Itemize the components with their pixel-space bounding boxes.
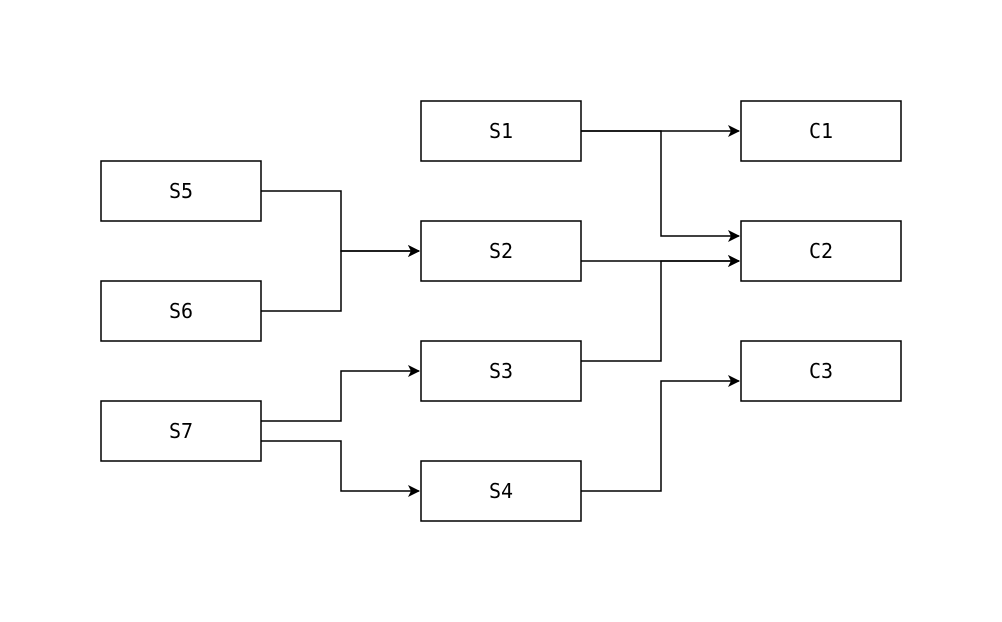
edge-s7-to-s3 [261, 365, 420, 422]
node-s4-label: S4 [489, 479, 513, 503]
node-c3[interactable]: C3 [740, 340, 902, 402]
edge-s3-to-c2 [581, 255, 740, 362]
node-c3-label: C3 [809, 359, 833, 383]
node-c1[interactable]: C1 [740, 100, 902, 162]
node-c1-label: C1 [809, 119, 833, 143]
node-s3-box [420, 340, 582, 402]
node-s4-box [420, 460, 582, 522]
edge-s7-to-s4 [261, 440, 420, 497]
node-s1-label: S1 [489, 119, 513, 143]
edge-s6-to-s2 [261, 245, 420, 312]
nodes: S1 S2 S3 S4 S5 S6 [100, 100, 902, 522]
node-s6[interactable]: S6 [100, 280, 262, 342]
node-s5[interactable]: S5 [100, 160, 262, 222]
node-s1-box [420, 100, 582, 162]
node-s6-box [100, 280, 262, 342]
edge-s1-to-c2 [581, 130, 740, 242]
node-s2-label: S2 [489, 239, 513, 263]
node-s5-box [100, 160, 262, 222]
node-s2-box [420, 220, 582, 282]
node-c1-box [740, 100, 902, 162]
edges [261, 125, 740, 497]
node-s7-box [100, 400, 262, 462]
node-s7-label: S7 [169, 419, 193, 443]
node-s6-label: S6 [169, 299, 193, 323]
node-s5-label: S5 [169, 179, 193, 203]
node-s3-label: S3 [489, 359, 513, 383]
edge-s4-to-c3 [581, 375, 740, 492]
node-c3-box [740, 340, 902, 402]
node-s1[interactable]: S1 [420, 100, 582, 162]
edge-s5-to-s2 [261, 190, 420, 257]
node-s2[interactable]: S2 [420, 220, 582, 282]
node-c2-label: C2 [809, 239, 833, 263]
node-s7[interactable]: S7 [100, 400, 262, 462]
node-s4[interactable]: S4 [420, 460, 582, 522]
node-c2-box [740, 220, 902, 282]
node-s3[interactable]: S3 [420, 340, 582, 402]
node-c2[interactable]: C2 [740, 220, 902, 282]
